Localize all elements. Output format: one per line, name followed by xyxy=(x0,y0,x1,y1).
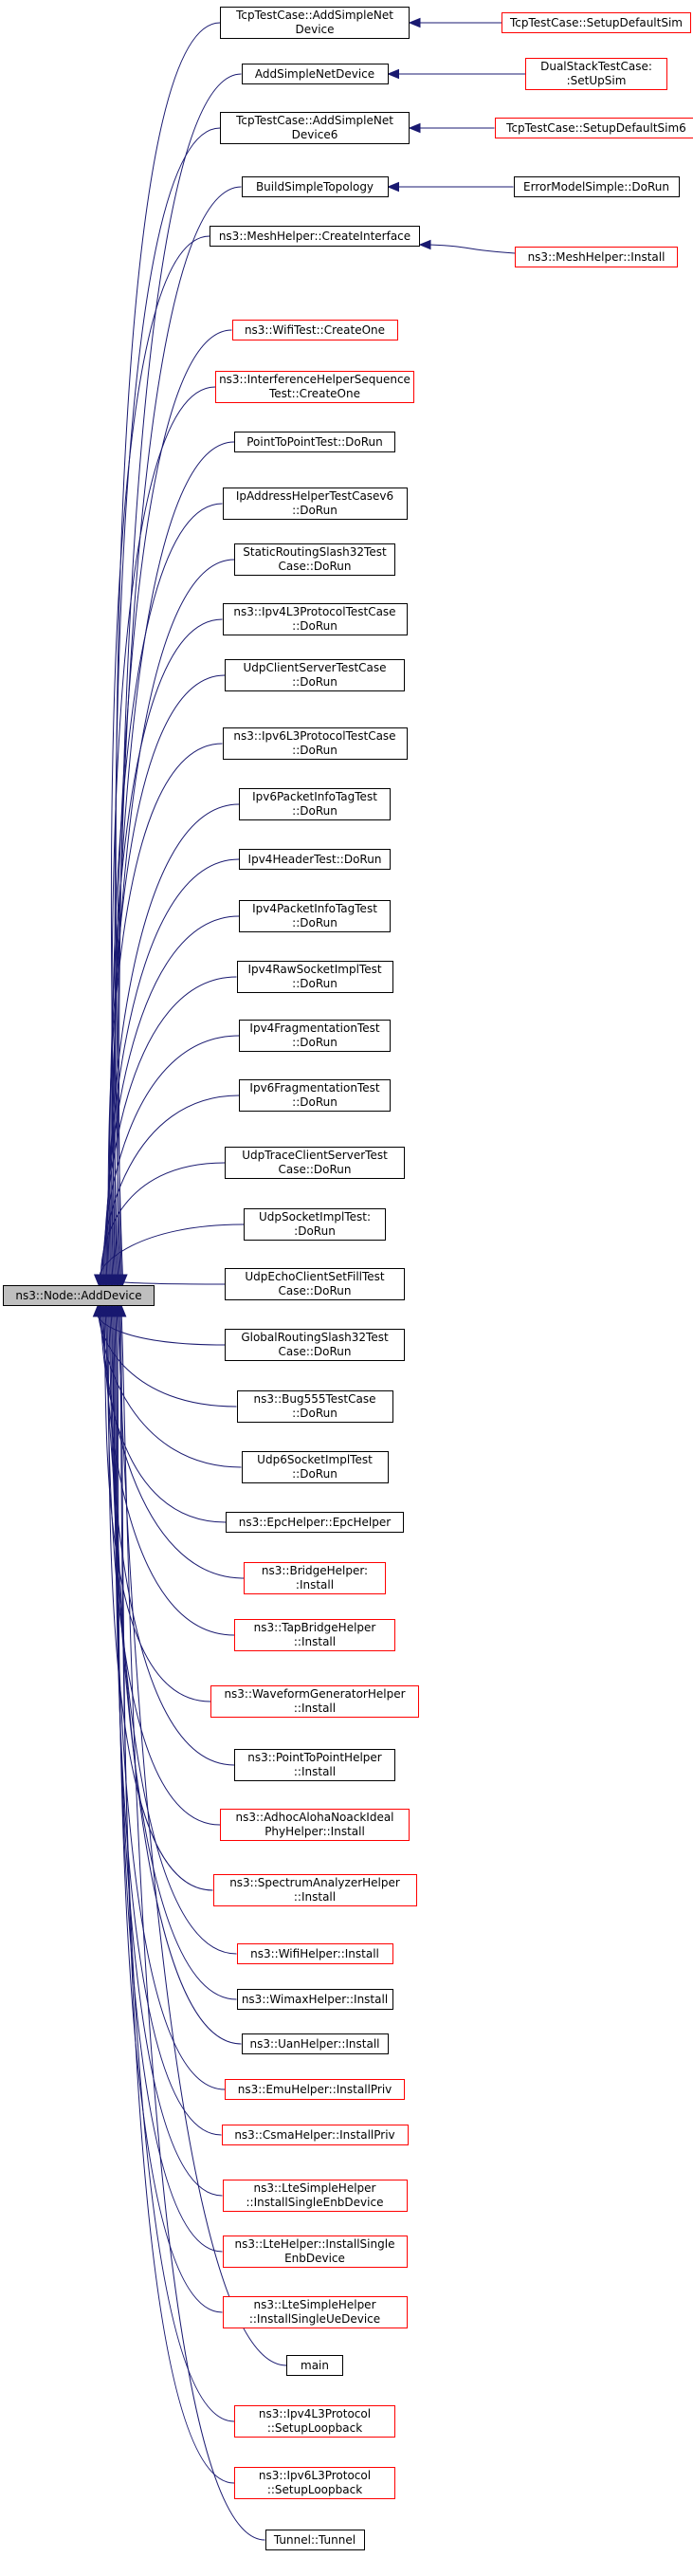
caller-node[interactable]: TcpTestCase::AddSimpleNet Device xyxy=(220,7,410,39)
caller-node[interactable]: Ipv4FragmentationTest ::DoRun xyxy=(239,1020,391,1052)
caller-node[interactable]: UdpClientServerTestCase ::DoRun xyxy=(225,659,405,691)
caller-node[interactable]: AddSimpleNetDevice xyxy=(241,64,389,84)
caller-node[interactable]: ns3::WimaxHelper::Install xyxy=(236,1989,393,2010)
caller-node[interactable]: ns3::Bug555TestCase ::DoRun xyxy=(236,1390,393,1423)
caller-node[interactable]: ns3::WifiHelper::Install xyxy=(236,1943,393,1964)
call-edge xyxy=(104,915,240,1277)
second-level-caller-node[interactable]: ErrorModelSimple::DoRun xyxy=(513,176,680,197)
caller-node[interactable]: StaticRoutingSlash32Test Case::DoRun xyxy=(234,543,395,576)
arrowhead xyxy=(387,68,399,80)
call-edge xyxy=(119,1315,235,2422)
caller-node[interactable]: Tunnel::Tunnel xyxy=(264,2530,365,2550)
call-edge xyxy=(120,1315,265,2541)
caller-node[interactable]: ns3::Ipv6L3Protocol ::SetupLoopback xyxy=(234,2467,395,2499)
caller-node[interactable]: ns3::Ipv4L3Protocol ::SetupLoopback xyxy=(234,2405,395,2438)
caller-node[interactable]: Ipv6PacketInfoTagTest ::DoRun xyxy=(239,788,391,820)
caller-node[interactable]: IpAddressHelperTestCasev6 ::DoRun xyxy=(222,488,408,520)
caller-node[interactable]: Ipv4PacketInfoTagTest ::DoRun xyxy=(239,900,391,932)
call-edge xyxy=(112,1315,226,2090)
root-node-add-device[interactable]: ns3::Node::AddDevice xyxy=(3,1285,155,1306)
caller-node[interactable]: ns3::TapBridgeHelper ::Install xyxy=(234,1619,395,1651)
caller-node[interactable]: UdpEchoClientSetFillTest Case::DoRun xyxy=(225,1268,405,1300)
call-edge xyxy=(102,1035,240,1277)
arrowhead xyxy=(408,17,421,28)
caller-node[interactable]: ns3::EpcHelper::EpcHelper xyxy=(226,1512,404,1533)
second-level-caller-node[interactable]: TcpTestCase::SetupDefaultSim6 xyxy=(494,118,693,138)
caller-node[interactable]: BuildSimpleTopology xyxy=(241,176,389,197)
call-edge xyxy=(116,1315,223,2313)
caller-node[interactable]: Ipv6FragmentationTest ::DoRun xyxy=(239,1079,391,1112)
call-edge xyxy=(111,559,235,1277)
caller-node[interactable]: ns3::AdhocAlohaNoackIdeal PhyHelper::Ins… xyxy=(220,1809,410,1841)
caller-node[interactable]: ns3::PointToPointHelper ::Install xyxy=(234,1749,395,1781)
caller-node[interactable]: PointToPointTest::DoRun xyxy=(234,432,395,452)
caller-node[interactable]: ns3::Ipv6L3ProtocolTestCase ::DoRun xyxy=(222,727,408,760)
second-level-caller-node[interactable]: DualStackTestCase: :SetUpSim xyxy=(525,58,667,90)
call-edge xyxy=(99,1224,245,1277)
call-edge xyxy=(111,503,223,1277)
caller-node[interactable]: ns3::WifiTest::CreateOne xyxy=(231,320,398,340)
caller-node[interactable]: ns3::LteSimpleHelper ::InstallSingleEnbD… xyxy=(222,2180,408,2212)
caller-node[interactable]: Ipv4RawSocketImplTest ::DoRun xyxy=(236,961,393,993)
call-edge xyxy=(114,127,221,1277)
arrowhead xyxy=(418,239,431,250)
call-edge xyxy=(115,1315,223,2253)
arrowhead xyxy=(387,181,399,193)
caller-node[interactable]: Udp6SocketImplTest ::DoRun xyxy=(241,1451,389,1483)
caller-node[interactable]: ns3::WaveformGeneratorHelper ::Install xyxy=(210,1685,419,1718)
caller-node[interactable]: UdpTraceClientServerTest Case::DoRun xyxy=(225,1147,405,1179)
call-edge xyxy=(119,1315,235,2484)
caller-node[interactable]: Ipv4HeaderTest::DoRun xyxy=(239,849,391,870)
caller-node[interactable]: ns3::EmuHelper::InstallPriv xyxy=(225,2079,405,2100)
caller-node[interactable]: ns3::UanHelper::Install xyxy=(241,2033,389,2054)
second-level-caller-node[interactable]: ns3::MeshHelper::Install xyxy=(515,247,678,267)
call-edge xyxy=(107,803,240,1277)
call-edge xyxy=(108,1315,237,1955)
call-edge xyxy=(113,441,235,1277)
caller-node[interactable]: ns3::InterferenceHelperSequence Test::Cr… xyxy=(215,371,414,403)
call-edge xyxy=(113,1315,222,2136)
caller-node[interactable]: ns3::MeshHelper::CreateInterface xyxy=(210,226,420,247)
call-edge xyxy=(101,1095,240,1277)
arrowhead xyxy=(93,1274,104,1287)
caller-node[interactable]: ns3::CsmaHelper::InstallPriv xyxy=(221,2125,409,2145)
call-edge xyxy=(114,1315,223,2197)
arrowhead xyxy=(408,122,421,134)
call-edge xyxy=(110,235,210,1277)
caller-node[interactable]: ns3::Ipv4L3ProtocolTestCase ::DoRun xyxy=(222,603,408,635)
caller-node[interactable]: main xyxy=(286,2355,343,2376)
call-edge xyxy=(114,329,232,1277)
caller-node[interactable]: ns3::BridgeHelper: :Install xyxy=(244,1562,386,1594)
call-edge xyxy=(119,73,242,1277)
call-edge xyxy=(429,244,516,254)
caller-node[interactable]: ns3::LteHelper::InstallSingle EnbDevice xyxy=(222,2236,408,2268)
caller-node[interactable]: TcpTestCase::AddSimpleNet Device6 xyxy=(220,112,410,144)
caller-node[interactable]: UdpSocketImplTest: :DoRun xyxy=(244,1208,386,1241)
caller-node[interactable]: ns3::SpectrumAnalyzerHelper ::Install xyxy=(212,1874,417,1906)
caller-node[interactable]: GlobalRoutingSlash32Test Case::DoRun xyxy=(225,1329,405,1361)
caller-node[interactable]: ns3::LteSimpleHelper ::InstallSingleUeDe… xyxy=(222,2296,408,2328)
call-edge xyxy=(111,386,216,1277)
call-edge xyxy=(100,1162,226,1277)
second-level-caller-node[interactable]: TcpTestCase::SetupDefaultSim xyxy=(502,12,691,33)
arrowhead xyxy=(116,1304,127,1317)
